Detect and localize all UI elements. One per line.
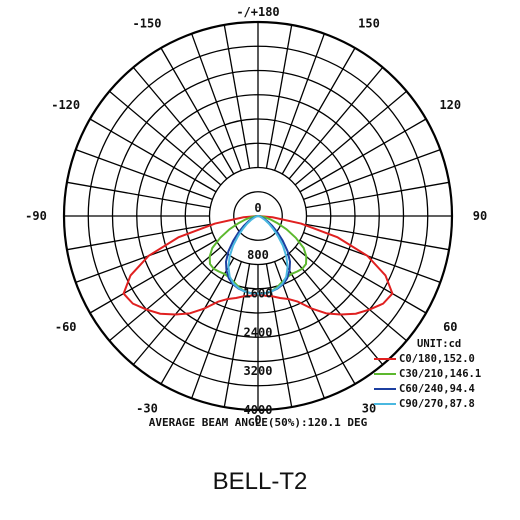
radial-tick-label: 4000 (244, 403, 273, 417)
chart-legend: UNIT:cdC0/180,152.0C30/210,146.1C60/240,… (374, 338, 481, 410)
grid-spoke (223, 263, 251, 408)
angle-label: -60 (55, 320, 77, 334)
grid-spoke (75, 149, 213, 201)
chart-labels: -/+180 -150 150 -120 120 -90 90 -60 60 -30 30 0 800 1… (25, 5, 487, 427)
grid-spoke (294, 246, 408, 342)
polar-chart: -/+180 -150 150 -120 120 -90 90 -60 60 -30 30 0 800 1… (25, 5, 487, 429)
radial-tick-label: 2400 (244, 325, 273, 339)
grid-spoke (288, 66, 384, 180)
grid-spoke (75, 231, 213, 283)
grid-spoke (66, 181, 211, 209)
grid-spoke (108, 246, 222, 342)
radial-tick-label: 3200 (244, 364, 273, 378)
grid-spoke (223, 24, 251, 169)
intensity-curves (122, 215, 394, 316)
legend-label: C60/240,94.4 (399, 383, 475, 395)
grid-spoke (108, 90, 222, 186)
angle-label: -90 (25, 209, 47, 223)
grid-spoke (281, 47, 356, 175)
legend-label: C0/180,152.0 (399, 353, 475, 365)
angle-label: 60 (443, 320, 457, 334)
radial-tick-label: 0 (254, 201, 261, 215)
grid-spoke (305, 181, 450, 209)
grid-spoke (299, 239, 427, 314)
grid-spoke (191, 33, 243, 171)
grid-spoke (273, 33, 325, 171)
grid-spoke (89, 118, 217, 193)
angle-label: 120 (439, 98, 461, 112)
grid-spoke (132, 66, 228, 180)
grid-spoke (303, 231, 441, 283)
grid-spoke (288, 252, 384, 366)
angle-label: 30 (362, 401, 376, 415)
grid-spoke (294, 90, 408, 186)
legend-label: C90/270,87.8 (399, 398, 475, 410)
grid-ring (233, 191, 283, 241)
angle-label: 0 (254, 413, 261, 427)
grid-spoke (66, 223, 211, 251)
angle-label: 90 (473, 209, 487, 223)
grid-spoke (299, 118, 427, 193)
angle-label: -/+180 (236, 5, 279, 19)
grid-spoke (265, 24, 293, 169)
angle-label: -30 (136, 401, 158, 415)
series-curve-3 (227, 215, 289, 295)
grid-spoke (160, 257, 235, 385)
grid-spoke (160, 47, 235, 175)
unit-label: UNIT:cd (417, 338, 461, 350)
radial-tick-label: 800 (247, 248, 269, 262)
grid-spoke (132, 252, 228, 366)
grid-spoke (303, 149, 441, 201)
angle-label: -120 (51, 98, 80, 112)
beam-angle-annotation: AVERAGE BEAM ANGLE(50%):120.1 DEG (149, 416, 368, 429)
legend-label: C30/210,146.1 (399, 368, 481, 380)
grid-spoke (305, 223, 450, 251)
angle-label: 150 (358, 17, 380, 31)
product-title: BELL-T2 (212, 468, 308, 495)
radial-tick-label: 1600 (244, 287, 273, 301)
grid-spoke (265, 263, 293, 408)
grid-spoke (89, 239, 217, 314)
grid-spoke (281, 257, 356, 385)
angle-label: -150 (133, 17, 162, 31)
polar-grid (62, 20, 454, 412)
